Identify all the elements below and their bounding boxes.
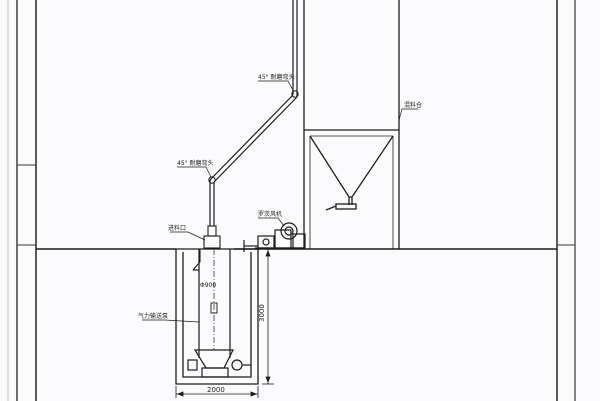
vessel <box>193 249 231 358</box>
pump-label: 气力输送泵 <box>138 312 168 320</box>
mixing-silo <box>303 0 400 249</box>
conveying-pump <box>187 349 251 378</box>
width-dimension-label: 2000 <box>207 386 225 394</box>
elbow-lower-label: 45° 耐磨弯头 <box>177 159 214 167</box>
elbow-upper-label: 45° 耐磨弯头 <box>258 73 295 81</box>
roots-blower <box>243 222 306 252</box>
feed-inlet <box>192 225 221 271</box>
drawing-frame <box>7 0 576 401</box>
leader-lines <box>142 80 418 323</box>
dimension-width <box>175 386 259 398</box>
diameter-label: Φ900 <box>200 282 216 289</box>
height-dimension-label: 3000 <box>258 304 266 322</box>
inlet-label: 进料口 <box>168 224 186 232</box>
frame-ticks <box>17 164 575 246</box>
conveying-pipe <box>208 0 299 226</box>
silo-label: 混料仓 <box>404 101 422 109</box>
dimension-height <box>262 248 274 385</box>
blower-label: 罗茨风机 <box>258 210 282 218</box>
